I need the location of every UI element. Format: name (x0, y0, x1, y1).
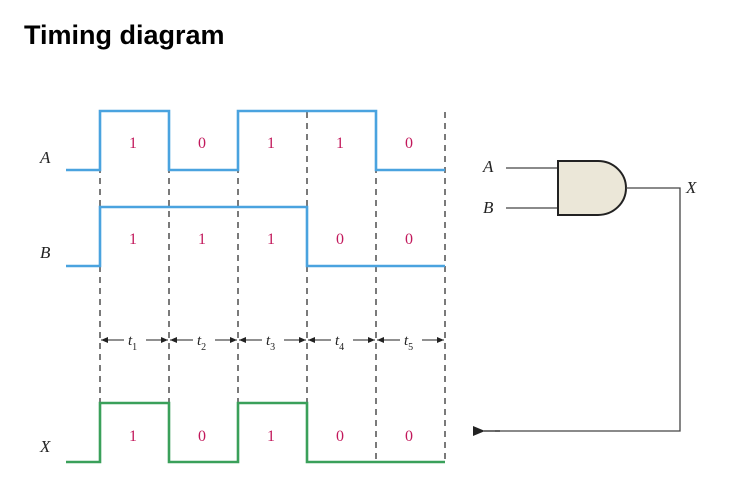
bit-value: 0 (405, 135, 413, 152)
bit-value: 1 (336, 135, 344, 152)
and-gate-icon (557, 160, 627, 216)
interval-label-t4: t4 (335, 333, 344, 353)
bit-value: 1 (198, 231, 206, 248)
gate-output-label: X (685, 178, 697, 197)
gate-input-b-label: B (483, 198, 494, 217)
signal-a-label: A (39, 148, 51, 167)
bit-value: 0 (198, 135, 206, 152)
bit-value: 1 (129, 428, 137, 445)
bit-value: 1 (267, 135, 275, 152)
signal-x-label: X (39, 437, 51, 456)
and-gate: A B X (473, 157, 697, 436)
bits-b: 1 1 1 0 0 (129, 231, 413, 248)
bits-x: 1 0 1 0 0 (129, 428, 413, 445)
interval-labels: t1 t2 t3 t4 t5 (128, 333, 413, 353)
interval-label-t5: t5 (404, 333, 413, 353)
waveform-x (66, 401, 445, 464)
bit-value: 0 (405, 428, 413, 445)
page-title: Timing diagram (24, 20, 225, 50)
bit-value: 0 (336, 428, 344, 445)
bit-value: 1 (129, 135, 137, 152)
gate-output-wire (495, 187, 681, 432)
bit-value: 0 (405, 231, 413, 248)
waveform-a (66, 109, 445, 172)
waveform-b (66, 205, 445, 268)
signal-b-label: B (40, 243, 51, 262)
bit-value: 0 (198, 428, 206, 445)
bit-value: 1 (267, 428, 275, 445)
gate-input-a-label: A (482, 157, 494, 176)
interval-label-t3: t3 (266, 333, 275, 353)
bit-value: 0 (336, 231, 344, 248)
interval-label-t1: t1 (128, 333, 137, 353)
interval-boundaries (99, 112, 446, 462)
bit-value: 1 (267, 231, 275, 248)
bit-value: 1 (129, 231, 137, 248)
bits-a: 1 0 1 1 0 (129, 135, 413, 152)
interval-label-t2: t2 (197, 333, 206, 353)
